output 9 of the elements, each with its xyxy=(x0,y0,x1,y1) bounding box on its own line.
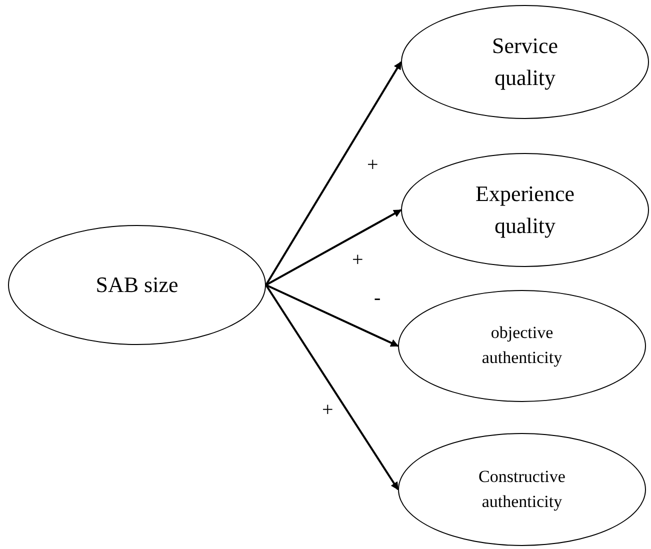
node-label: Constructive authenticity xyxy=(478,466,566,513)
arrow xyxy=(265,284,399,490)
node-label: Service quality xyxy=(491,32,559,92)
node-label: SAB size xyxy=(94,271,180,300)
arrow xyxy=(266,209,402,286)
arrow xyxy=(265,61,402,286)
arrow xyxy=(266,284,399,347)
node-label: objective authenticity xyxy=(480,322,564,369)
node-label: Experience quality xyxy=(474,180,576,240)
